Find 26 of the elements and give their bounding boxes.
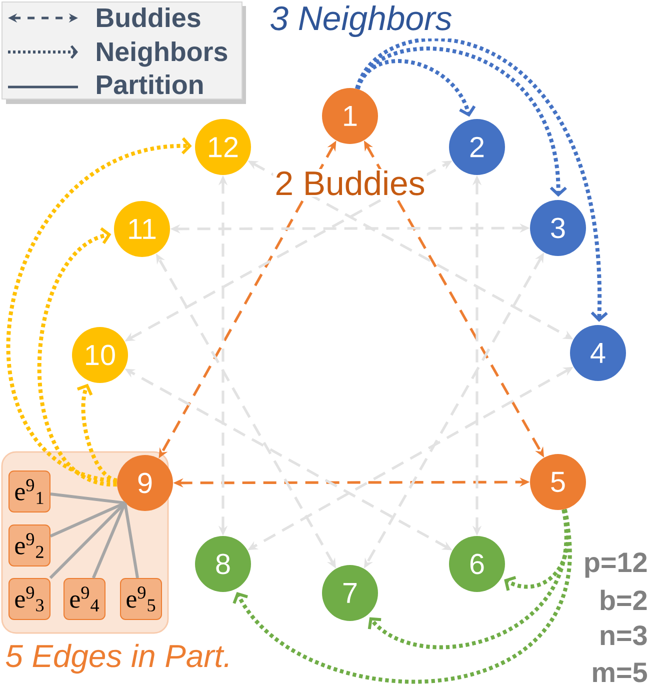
legend-label: Neighbors — [97, 42, 228, 67]
dotted-arrow — [6, 137, 192, 484]
small-box: e$^{9}$4 — [64, 578, 106, 620]
legend-label: Buddies — [97, 8, 200, 28]
dotted-arrow — [368, 509, 568, 649]
dotted-arrow — [355, 37, 608, 322]
small-box: e$^{9}$1 — [8, 470, 50, 512]
legend-label: Partition — [97, 74, 203, 94]
dotted-arrow — [76, 384, 118, 482]
dotted-arrow — [355, 47, 567, 197]
small-box: e$^{9}$3 — [8, 578, 50, 620]
parameter-label: b=2 — [600, 590, 647, 610]
line — [124, 502, 139, 578]
dotted-arrow — [37, 227, 118, 486]
dotted-arrow — [356, 59, 476, 117]
line — [50, 492, 126, 504]
annotation-text: 2 Buddies — [273, 168, 427, 197]
parameter-label: p=12 — [585, 552, 647, 578]
small-box: e$^{9}$5 — [120, 578, 162, 620]
parameter-label: m=5 — [593, 662, 647, 682]
dotted-arrow — [232, 509, 572, 684]
small-box: e$^{9}$2 — [8, 524, 50, 566]
dotted-arrow — [504, 508, 570, 591]
box-caption: 5 Edges in Part. — [6, 644, 228, 674]
parameter-label: n=3 — [600, 626, 647, 646]
annotation-text: 3 Neighbors — [268, 4, 454, 39]
